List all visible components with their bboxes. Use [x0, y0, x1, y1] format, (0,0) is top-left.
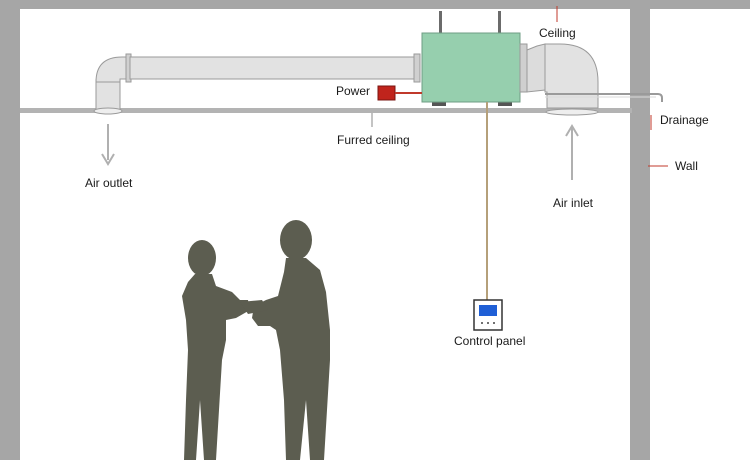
- control-panel-label: Control panel: [454, 334, 526, 348]
- furred-ceiling-line: [20, 108, 632, 113]
- people-silhouette-icon: [182, 220, 330, 460]
- outlet-duct-drop: [95, 79, 121, 111]
- inlet-connector-collar: [519, 43, 528, 93]
- control-panel-button: [493, 322, 495, 324]
- outlet-duct-elbow: [95, 56, 131, 83]
- power-box-icon: [377, 85, 396, 101]
- drainage-label: Drainage: [660, 113, 709, 127]
- unit-foot-left: [432, 100, 446, 106]
- hanger-rod-right: [498, 11, 501, 33]
- air-outlet-label: Air outlet: [85, 176, 133, 190]
- inlet-grille: [545, 108, 599, 116]
- left-wall: [0, 0, 20, 460]
- supply-duct: [129, 56, 419, 80]
- supply-duct-collar: [413, 53, 421, 83]
- air-inlet-arrow-icon: [565, 124, 579, 180]
- power-label: Power: [336, 84, 371, 98]
- outlet-grille: [93, 107, 123, 115]
- control-panel-button: [481, 322, 483, 324]
- ceiling-label: Ceiling: [539, 26, 576, 40]
- air-inlet-label: Air inlet: [553, 196, 594, 210]
- ventilation-unit: [421, 32, 521, 103]
- inlet-flex-duct: [526, 43, 546, 93]
- ceiling-slab: [0, 0, 750, 9]
- inlet-duct-elbow: [544, 43, 599, 109]
- unit-foot-right: [498, 100, 512, 106]
- control-panel-button: [487, 322, 489, 324]
- control-panel-screen: [479, 305, 497, 316]
- hanger-rod-left: [439, 11, 442, 33]
- wall-label: Wall: [675, 159, 698, 173]
- air-outlet-arrow-icon: [101, 124, 115, 166]
- furred-ceiling-label: Furred ceiling: [337, 133, 410, 147]
- drainage-pipe: [545, 93, 663, 102]
- right-wall: [630, 0, 650, 460]
